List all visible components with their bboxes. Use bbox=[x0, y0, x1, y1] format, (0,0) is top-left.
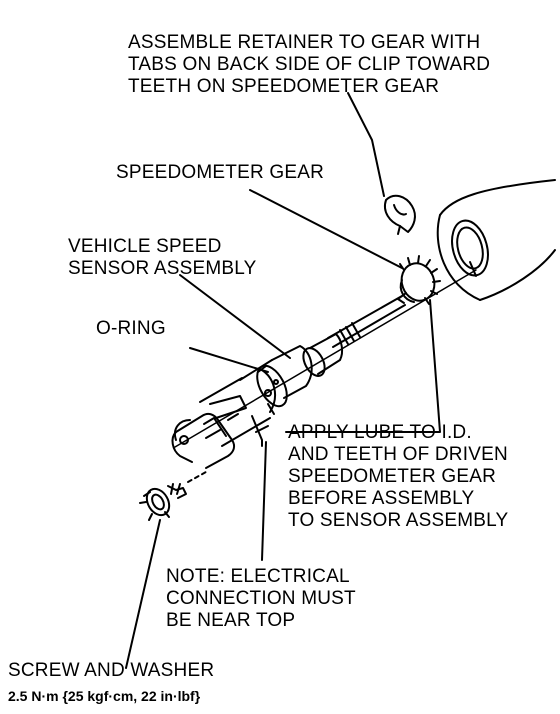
retainer-callout-line-2: TABS ON BACK SIDE OF CLIP TOWARD bbox=[128, 54, 491, 75]
leader-lines bbox=[125, 92, 441, 669]
electrical-note-line-3: BE NEAR TOP bbox=[166, 610, 296, 631]
lube-note-line-2: AND TEETH OF DRIVEN bbox=[288, 444, 508, 465]
speedometer-gear-label: SPEEDOMETER GEAR bbox=[116, 162, 324, 184]
retainer-callout-line-3: TEETH ON SPEEDOMETER GEAR bbox=[128, 76, 440, 97]
screw-label: SCREW AND WASHER bbox=[8, 660, 214, 682]
sensor-shaft bbox=[327, 295, 406, 348]
oring-label: O-RING bbox=[96, 318, 166, 340]
sensor-collar bbox=[302, 333, 344, 377]
retainer-callout-line-1: ASSEMBLE RETAINER TO GEAR WITH bbox=[128, 32, 481, 53]
screw-and-washer bbox=[139, 471, 207, 521]
lube-note-line-3: SPEEDOMETER GEAR bbox=[288, 466, 497, 487]
vss-label-line-1: VEHICLE SPEED bbox=[68, 236, 222, 257]
retainer-callout: ASSEMBLE RETAINER TO GEAR WITH TABS ON B… bbox=[128, 32, 490, 98]
screw-label-line-1: SCREW AND WASHER bbox=[8, 660, 215, 681]
torque-spec: 2.5 N·m {25 kgf·cm, 22 in·lbf} bbox=[8, 688, 201, 704]
assembly-centerline bbox=[174, 269, 477, 448]
vehicle-speed-sensor-body bbox=[199, 345, 313, 447]
vss-label: VEHICLE SPEED SENSOR ASSEMBLY bbox=[68, 236, 257, 280]
vss-label-line-2: SENSOR ASSEMBLY bbox=[68, 258, 257, 279]
electrical-connector bbox=[171, 395, 269, 469]
speedometer-gear bbox=[397, 255, 441, 305]
lube-note: APPLY LUBE TO I.D. AND TEETH OF DRIVEN S… bbox=[288, 422, 508, 532]
retainer-clip bbox=[384, 194, 416, 235]
lube-note-line-5: TO SENSOR ASSEMBLY bbox=[288, 510, 509, 531]
lube-note-line-1: APPLY LUBE TO I.D. bbox=[288, 422, 472, 443]
electrical-note-line-1: NOTE: ELECTRICAL bbox=[166, 566, 350, 587]
transmission-housing bbox=[436, 179, 556, 301]
lube-note-line-4: BEFORE ASSEMBLY bbox=[288, 488, 475, 509]
speedometer-gear-label-line-1: SPEEDOMETER GEAR bbox=[116, 162, 325, 183]
electrical-note: NOTE: ELECTRICAL CONNECTION MUST BE NEAR… bbox=[166, 566, 356, 632]
oring-label-line-1: O-RING bbox=[96, 318, 166, 339]
electrical-note-line-2: CONNECTION MUST bbox=[166, 588, 356, 609]
